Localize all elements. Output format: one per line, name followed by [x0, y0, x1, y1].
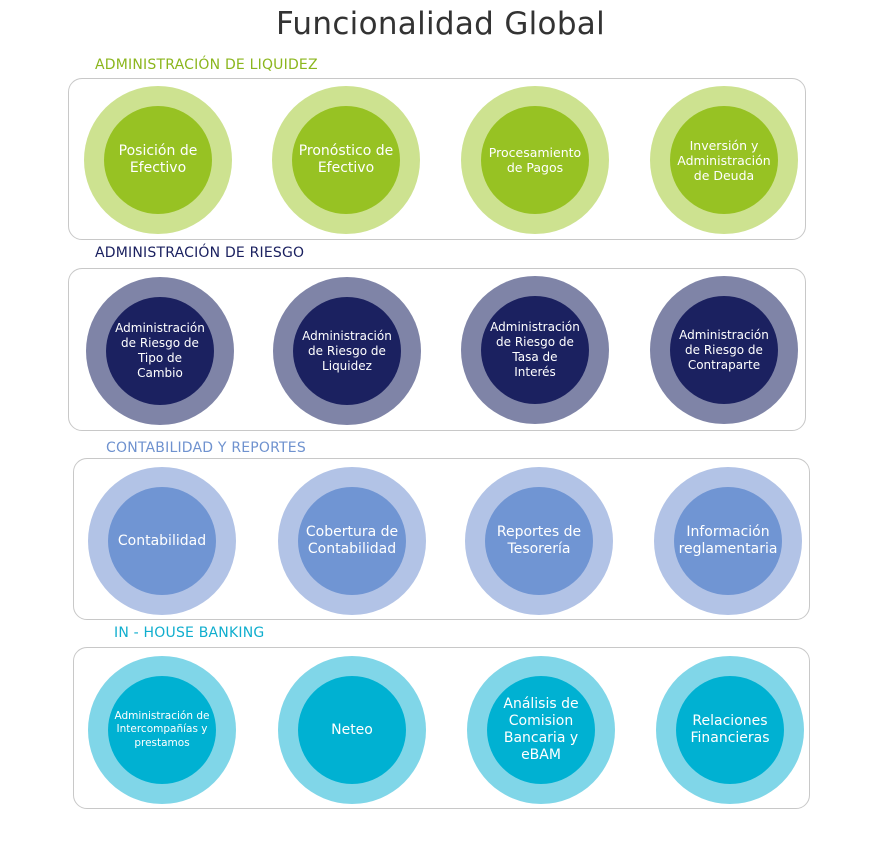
circle-label-neteo: Neteo	[298, 676, 406, 784]
circle-label-informacion-reglamentaria: Información reglamentaria	[674, 487, 782, 595]
circle-label-relaciones-financieras: Relaciones Financieras	[676, 676, 784, 784]
section-label-contabilidad: CONTABILIDAD Y REPORTES	[106, 440, 306, 456]
circle-label-pronostico-efectivo: Pronóstico de Efectivo	[292, 106, 400, 214]
circle-label-contabilidad: Contabilidad	[108, 487, 216, 595]
circle-label-cobertura-contabilidad: Cobertura de Contabilidad	[298, 487, 406, 595]
circle-label-riesgo-tasa-interes: Administración de Riesgo de Tasa de Inte…	[481, 296, 589, 404]
circle-label-comision-bancaria-ebam: Análisis de Comision Bancaria y eBAM	[487, 676, 595, 784]
circle-label-intercompanias-prestamos: Administración de Intercompañías y prest…	[108, 676, 216, 784]
circle-label-riesgo-liquidez: Administración de Riesgo de Liquidez	[293, 297, 401, 405]
section-label-in-house-banking: IN - HOUSE BANKING	[114, 625, 265, 641]
circle-label-posicion-efectivo: Posición de Efectivo	[104, 106, 212, 214]
circle-label-procesamiento-pagos: Procesamiento de Pagos	[481, 106, 589, 214]
circle-label-reportes-tesoreria: Reportes de Tesorería	[485, 487, 593, 595]
circle-label-riesgo-tipo-cambio: Administración de Riesgo de Tipo de Camb…	[106, 297, 214, 405]
section-label-liquidez: ADMINISTRACIÓN DE LIQUIDEZ	[95, 57, 318, 73]
page-title: Funcionalidad Global	[275, 6, 606, 42]
circle-label-inversion-deuda: Inversión y Administración de Deuda	[670, 106, 778, 214]
section-label-riesgo: ADMINISTRACIÓN DE RIESGO	[95, 245, 305, 261]
circle-label-riesgo-contraparte: Administración de Riesgo de Contraparte	[670, 296, 778, 404]
